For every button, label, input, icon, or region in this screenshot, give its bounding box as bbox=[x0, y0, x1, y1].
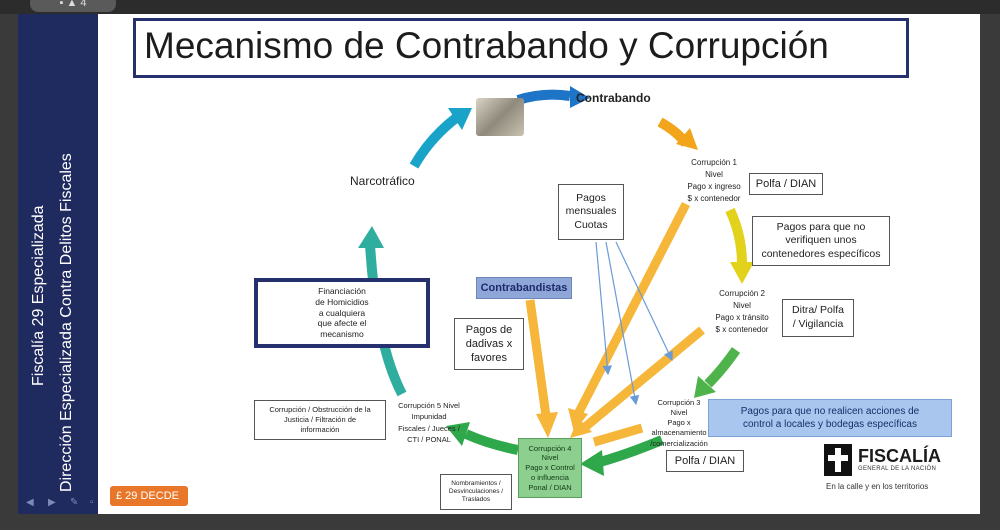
logo-name: FISCALÍA bbox=[858, 446, 941, 466]
logo-subtitle: GENERAL DE LA NACIÓN bbox=[858, 466, 937, 472]
box-pagos-locales: Pagos para que no realicen acciones de c… bbox=[708, 399, 952, 437]
arrow-narcotrafico-to-money bbox=[409, 108, 472, 169]
arrow-corrupcion1-to-corrupcion2 bbox=[725, 207, 754, 284]
next-slide-icon[interactable]: ▶ bbox=[48, 497, 56, 508]
money-image bbox=[476, 98, 524, 136]
box-nombramientos: Nombramientos / Desvinculaciones / Trasl… bbox=[440, 474, 512, 510]
payment-arrows bbox=[525, 201, 705, 447]
box-pagos-no-verifiquen: Pagos para que no verifiquen unos conten… bbox=[752, 216, 890, 266]
box-financiacion-homicidios: Financiación de Homicidios a cualquiera … bbox=[254, 278, 430, 348]
title-box: Mecanismo de Contrabando y Corrupción bbox=[133, 18, 909, 78]
arrow-contrabando-to-corrupcion1 bbox=[657, 117, 698, 150]
node-narcotrafico: Narcotráfico bbox=[350, 174, 415, 188]
arrow-corrupcion3-to-corrupcion4 bbox=[580, 435, 664, 476]
thin-connector-lines bbox=[595, 241, 673, 406]
cycle-diagram bbox=[358, 86, 754, 476]
logo-tagline: En la calle y en los territorios bbox=[826, 482, 929, 491]
arrow-corrupcion2-to-corrupcion3 bbox=[694, 347, 741, 398]
box-pagos-mensuales: Pagos mensuales Cuotas bbox=[558, 184, 624, 240]
box-obstruccion-justicia: Corrupción / Obstrucción de la Justicia … bbox=[254, 400, 386, 440]
node-corrupcion-5: Corrupción 5 Nivel Impunidad Fiscales / … bbox=[398, 401, 460, 444]
options-icon[interactable]: ▫ bbox=[90, 497, 94, 508]
box-contrabandistas: Contrabandistas bbox=[476, 277, 572, 299]
presenter-badge[interactable]: £ 29 DECDE bbox=[110, 486, 188, 506]
participants-badge[interactable]: ▪ ▲ 4 bbox=[30, 0, 116, 12]
box-pagos-dadivas: Pagos de dadivas x favores bbox=[454, 318, 524, 370]
pen-icon[interactable]: ✎ bbox=[70, 497, 79, 508]
presenter-badge-label: £ 29 DECDE bbox=[116, 490, 179, 502]
fiscalia-logo: FISCALÍA GENERAL DE LA NACIÓN En la call… bbox=[824, 444, 944, 491]
presentation-slide: Fiscalía 29 Especializada Dirección Espe… bbox=[18, 14, 980, 514]
slide-sidebar: Fiscalía 29 Especializada Dirección Espe… bbox=[18, 14, 98, 514]
prev-slide-icon[interactable]: ◀ bbox=[26, 497, 34, 508]
box-ditra-polfa: Ditra/ Polfa / Vigilancia bbox=[782, 299, 854, 337]
slide-title: Mecanismo de Contrabando y Corrupción bbox=[144, 25, 829, 66]
shield-icon bbox=[824, 444, 852, 476]
node-corrupcion-1: Corrupción 1 Nivel Pago x ingreso $ x co… bbox=[687, 158, 741, 203]
box-polfa-dian-1: Polfa / DIAN bbox=[749, 173, 823, 195]
node-corrupcion-3: Corrupción 3 Nivel Pago x almacenamiento… bbox=[650, 398, 708, 448]
box-polfa-dian-2: Polfa / DIAN bbox=[666, 450, 744, 472]
node-corrupcion-2: Corrupción 2 Nivel Pago x tránsito $ x c… bbox=[715, 289, 769, 334]
top-toolbar: ▪ ▲ 4 bbox=[0, 0, 1000, 14]
node-contrabando: Contrabando bbox=[576, 91, 651, 105]
node-corrupcion-4: Corrupción 4 Nivel Pago x Control o infl… bbox=[518, 438, 582, 498]
arrow-corrupcion4-to-corrupcion5 bbox=[446, 422, 519, 455]
